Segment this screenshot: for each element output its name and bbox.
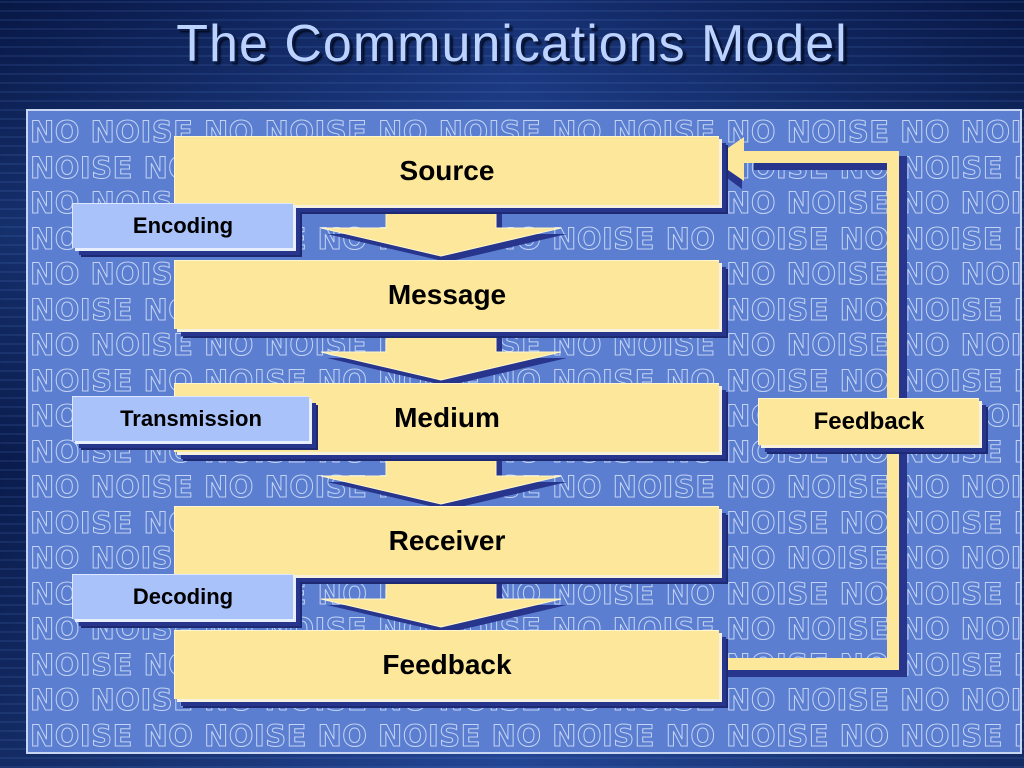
stage-source: Source [174,136,719,205]
arrow-message-to-medium [320,327,562,381]
feedback-arrowhead [712,137,744,181]
stage-receiver: Receiver [174,506,719,575]
feedback-loop-label: Feedback [758,398,979,445]
arrow-source-to-message [320,203,562,257]
slide-title: The Communications Model [176,15,848,73]
arrow-medium-to-receiver [320,451,562,505]
process-transmission: Transmission [72,396,309,441]
arrow-receiver-to-feedback [320,574,562,628]
diagram-panel: NO NOISE NO NOISE NO NOISE NO NOISE NO N… [26,109,1022,754]
process-decoding: Decoding [72,574,293,619]
process-encoding: Encoding [72,203,293,248]
stage-feedback: Feedback [174,630,719,699]
noise-row: NOISE NO NOISE NO NOISE NO NOISE NO NOIS… [30,718,1020,753]
stage-message: Message [174,260,719,329]
